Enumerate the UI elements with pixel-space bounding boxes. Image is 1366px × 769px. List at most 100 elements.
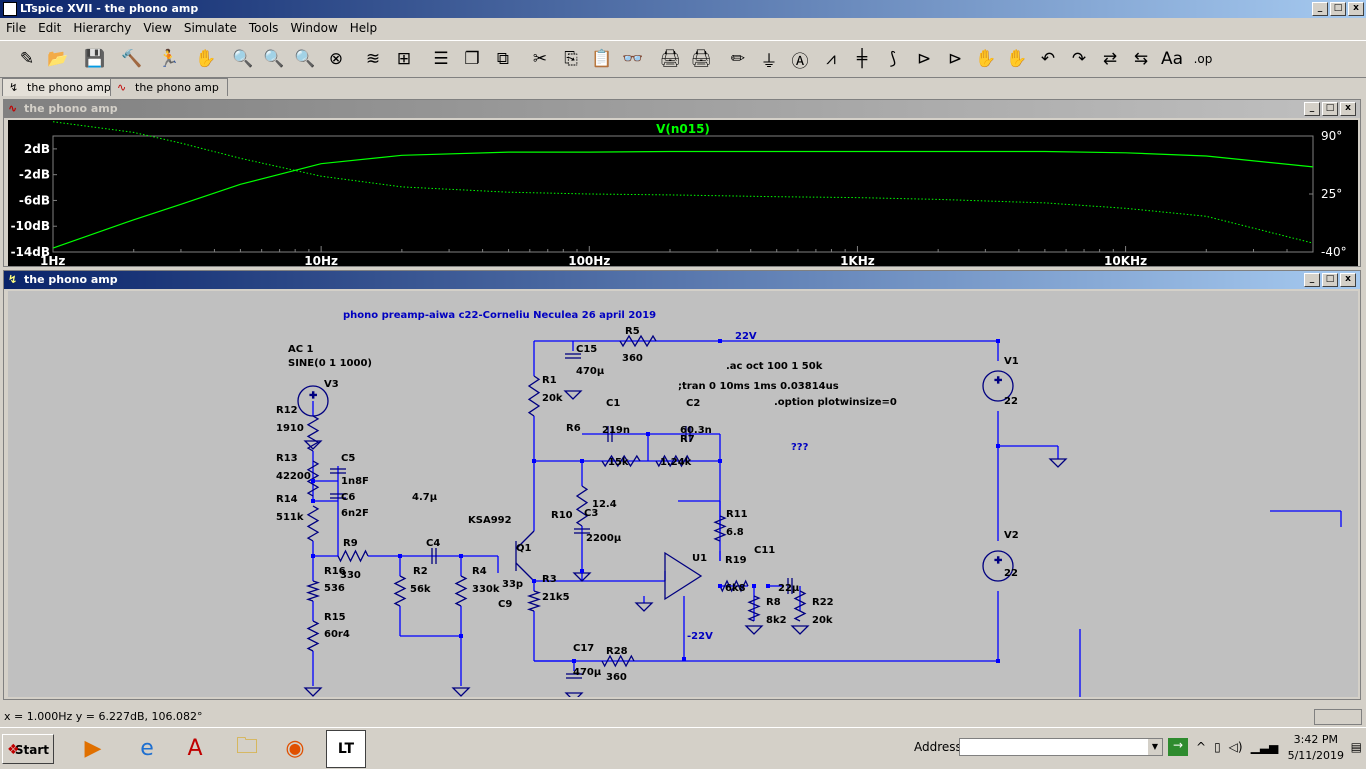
ac-source-label[interactable]: AC 1 <box>288 344 314 355</box>
value-r14[interactable]: 511k <box>276 512 304 523</box>
print-setup-icon[interactable]: 🖨 <box>690 49 712 69</box>
undo-icon[interactable]: ↶ <box>1040 49 1056 69</box>
draw-wire-icon[interactable]: ✏ <box>730 49 746 69</box>
component-icon[interactable]: ⊳ <box>947 49 963 69</box>
rotate-icon[interactable]: ⇄ <box>1102 49 1118 69</box>
ref-r11[interactable]: R11 <box>726 509 748 520</box>
ref-r28[interactable]: R28 <box>606 646 628 657</box>
menu-tools[interactable]: Tools <box>248 21 279 35</box>
value-r2[interactable]: 56k <box>410 584 431 595</box>
diode-icon[interactable]: ⊳ <box>916 49 932 69</box>
waveform-close-button[interactable]: x <box>1340 102 1356 116</box>
move-icon[interactable]: ✋ <box>975 49 997 69</box>
ref-c11[interactable]: C11 <box>754 545 775 556</box>
schematic-heading[interactable]: phono preamp-aiwa c22-Corneliu Neculea 2… <box>343 310 656 321</box>
app-titlebar[interactable]: LTspice XVII - the phono amp _ □ x <box>0 0 1366 18</box>
file-explorer-icon[interactable]: 🗀 <box>235 734 258 759</box>
ref-r19[interactable]: R19 <box>725 555 747 566</box>
acrobat-icon[interactable]: A <box>187 735 203 761</box>
value-v2[interactable]: 22 <box>1004 568 1018 579</box>
ref-r8[interactable]: R8 <box>766 597 781 608</box>
print-icon[interactable]: 🖨 <box>659 49 681 69</box>
copy-icon[interactable]: ⎘ <box>564 49 578 69</box>
drag-icon[interactable]: ✋ <box>1006 49 1028 69</box>
value-v1[interactable]: 22 <box>1004 396 1018 407</box>
ref-c1[interactable]: C1 <box>606 398 620 409</box>
tray-volume-icon[interactable]: ◁) <box>1228 740 1243 754</box>
value-r10[interactable]: 12.4 <box>592 499 617 510</box>
restore-button[interactable]: □ <box>1330 2 1346 16</box>
tray-network-icon[interactable]: ▁▃▅ <box>1250 740 1279 754</box>
schematic-minimize-button[interactable]: _ <box>1304 273 1320 287</box>
schematic-maximize-button[interactable]: □ <box>1322 273 1338 287</box>
ground-icon[interactable]: ⏚ <box>760 51 778 72</box>
run-icon[interactable]: 🏃 <box>158 49 180 69</box>
ref-r22[interactable]: R22 <box>812 597 834 608</box>
ref-v3[interactable]: V3 <box>324 379 339 390</box>
tray-battery-icon[interactable]: ▯ <box>1214 740 1221 754</box>
menu-window[interactable]: Window <box>290 21 338 35</box>
ref-c5[interactable]: C5 <box>341 453 355 464</box>
value-r5[interactable]: 360 <box>622 353 643 364</box>
zoom-fit-icon[interactable]: ⊗ <box>328 49 344 69</box>
address-input[interactable]: ▼ <box>959 738 1163 756</box>
transistor-model-label[interactable]: KSA992 <box>468 515 512 526</box>
ac-directive[interactable]: .ac oct 100 1 50k <box>726 361 823 372</box>
close-button[interactable]: x <box>1348 2 1364 16</box>
mirror-icon[interactable]: ⇆ <box>1133 49 1149 69</box>
tile-vertical-icon[interactable]: ⧉ <box>496 49 510 69</box>
value-r7[interactable]: 1.24k <box>660 457 692 468</box>
text-icon[interactable]: Aa <box>1160 49 1184 69</box>
ref-c17[interactable]: C17 <box>573 643 594 654</box>
cascade-icon[interactable]: ❐ <box>464 49 480 69</box>
value-c17[interactable]: 470µ <box>573 667 602 678</box>
value-r13[interactable]: 42200 <box>276 471 311 482</box>
waveform-window-titlebar[interactable]: ∿ the phono amp _ □ x <box>4 100 1360 118</box>
ref-r10[interactable]: R10 <box>551 510 573 521</box>
minimize-button[interactable]: _ <box>1312 2 1328 16</box>
clock[interactable]: 3:42 PM 5/11/2019 <box>1288 732 1344 764</box>
zoom-out-icon[interactable]: 🔍 <box>294 49 316 69</box>
ref-c6[interactable]: C6 <box>341 492 355 503</box>
notification-icon[interactable]: ▤ <box>1350 740 1362 754</box>
value-r4[interactable]: 330k <box>472 584 500 595</box>
ref-r16[interactable]: R16 <box>324 566 346 577</box>
zoom-pan-icon[interactable]: 🔍 <box>263 49 285 69</box>
value-c15[interactable]: 470µ <box>576 366 605 377</box>
tab-schematic[interactable]: ↯ the phono amp <box>2 78 120 96</box>
ref-r9[interactable]: R9 <box>343 538 358 549</box>
label-net-icon[interactable]: Ⓐ <box>791 51 809 72</box>
resistor-icon[interactable]: ⩘ <box>826 49 836 69</box>
cut-icon[interactable]: ✂ <box>532 49 548 69</box>
menu-hierarchy[interactable]: Hierarchy <box>73 21 132 35</box>
start-button[interactable]: ❖ Start <box>2 734 54 764</box>
schematic-close-button[interactable]: x <box>1340 273 1356 287</box>
value-c6[interactable]: 6n2F <box>341 508 369 519</box>
find-icon[interactable]: 👓 <box>622 49 644 69</box>
halt-icon[interactable]: ✋ <box>195 49 217 69</box>
zoom-in-icon[interactable]: 🔍 <box>232 49 254 69</box>
waveform-maximize-button[interactable]: □ <box>1322 102 1338 116</box>
tab-waveform[interactable]: ∿ the phono amp <box>110 78 228 96</box>
net-label-22v[interactable]: 22V <box>735 331 757 342</box>
menu-edit[interactable]: Edit <box>38 21 62 35</box>
ref-v2[interactable]: V2 <box>1004 530 1019 541</box>
ref-r1[interactable]: R1 <box>542 375 557 386</box>
ref-r13[interactable]: R13 <box>276 453 298 464</box>
sine-source-label[interactable]: SINE(0 1 1000) <box>288 358 372 369</box>
firefox-icon[interactable]: ◉ <box>285 735 305 761</box>
open-icon[interactable]: 📂 <box>47 49 69 69</box>
ref-r5[interactable]: R5 <box>625 326 640 337</box>
grid-icon[interactable]: ⊞ <box>396 49 412 69</box>
ref-r12[interactable]: R12 <box>276 405 298 416</box>
value-c2[interactable]: 60.3n <box>680 425 712 436</box>
control-panel-icon[interactable]: 🔨 <box>121 49 143 69</box>
waveform-minimize-button[interactable]: _ <box>1304 102 1320 116</box>
value-r11[interactable]: 6.8 <box>726 527 744 538</box>
ltspice-app-icon[interactable] <box>3 2 17 16</box>
ref-r15[interactable]: R15 <box>324 612 346 623</box>
ref-r14[interactable]: R14 <box>276 494 298 505</box>
